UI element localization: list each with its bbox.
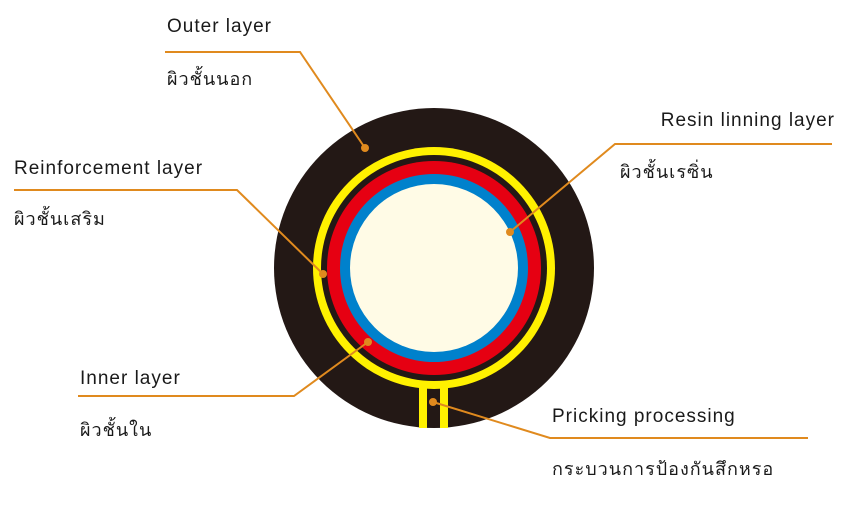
leader-dot-inner	[364, 338, 372, 346]
leader-line-resin	[509, 143, 832, 233]
outer-layer-label-en: Outer layer	[167, 16, 272, 37]
leader-dot-reinforcement	[319, 270, 327, 278]
leader-line-pricking	[432, 401, 808, 439]
leader-line-reinforcement	[14, 189, 324, 275]
reinforcement-layer-label-th: ผิวชั้นเสริม	[14, 209, 106, 230]
outer-layer-label-th: ผิวชั้นนอก	[167, 69, 254, 90]
leader-dot-resin	[506, 228, 514, 236]
resin-lining-layer-label-en: Resin linning layer	[660, 110, 835, 131]
pricking-processing-label-en: Pricking processing	[552, 406, 736, 427]
leader-line-outer	[165, 51, 366, 149]
leader-line-inner	[78, 341, 369, 397]
leader-dot-outer	[361, 144, 369, 152]
pipe-core	[350, 184, 518, 352]
inner-layer-label-en: Inner layer	[80, 368, 181, 389]
reinforcement-layer-label-en: Reinforcement layer	[14, 158, 204, 179]
resin-lining-layer-label-th: ผิวชั้นเรซิ่น	[620, 162, 714, 183]
leader-dot-pricking	[429, 398, 437, 406]
inner-layer-label-th: ผิวชั้นใน	[80, 420, 153, 441]
pricking-channel-left	[419, 382, 427, 428]
pricking-processing-label-th: กระบวนการป้องกันสึกหรอ	[552, 459, 775, 480]
